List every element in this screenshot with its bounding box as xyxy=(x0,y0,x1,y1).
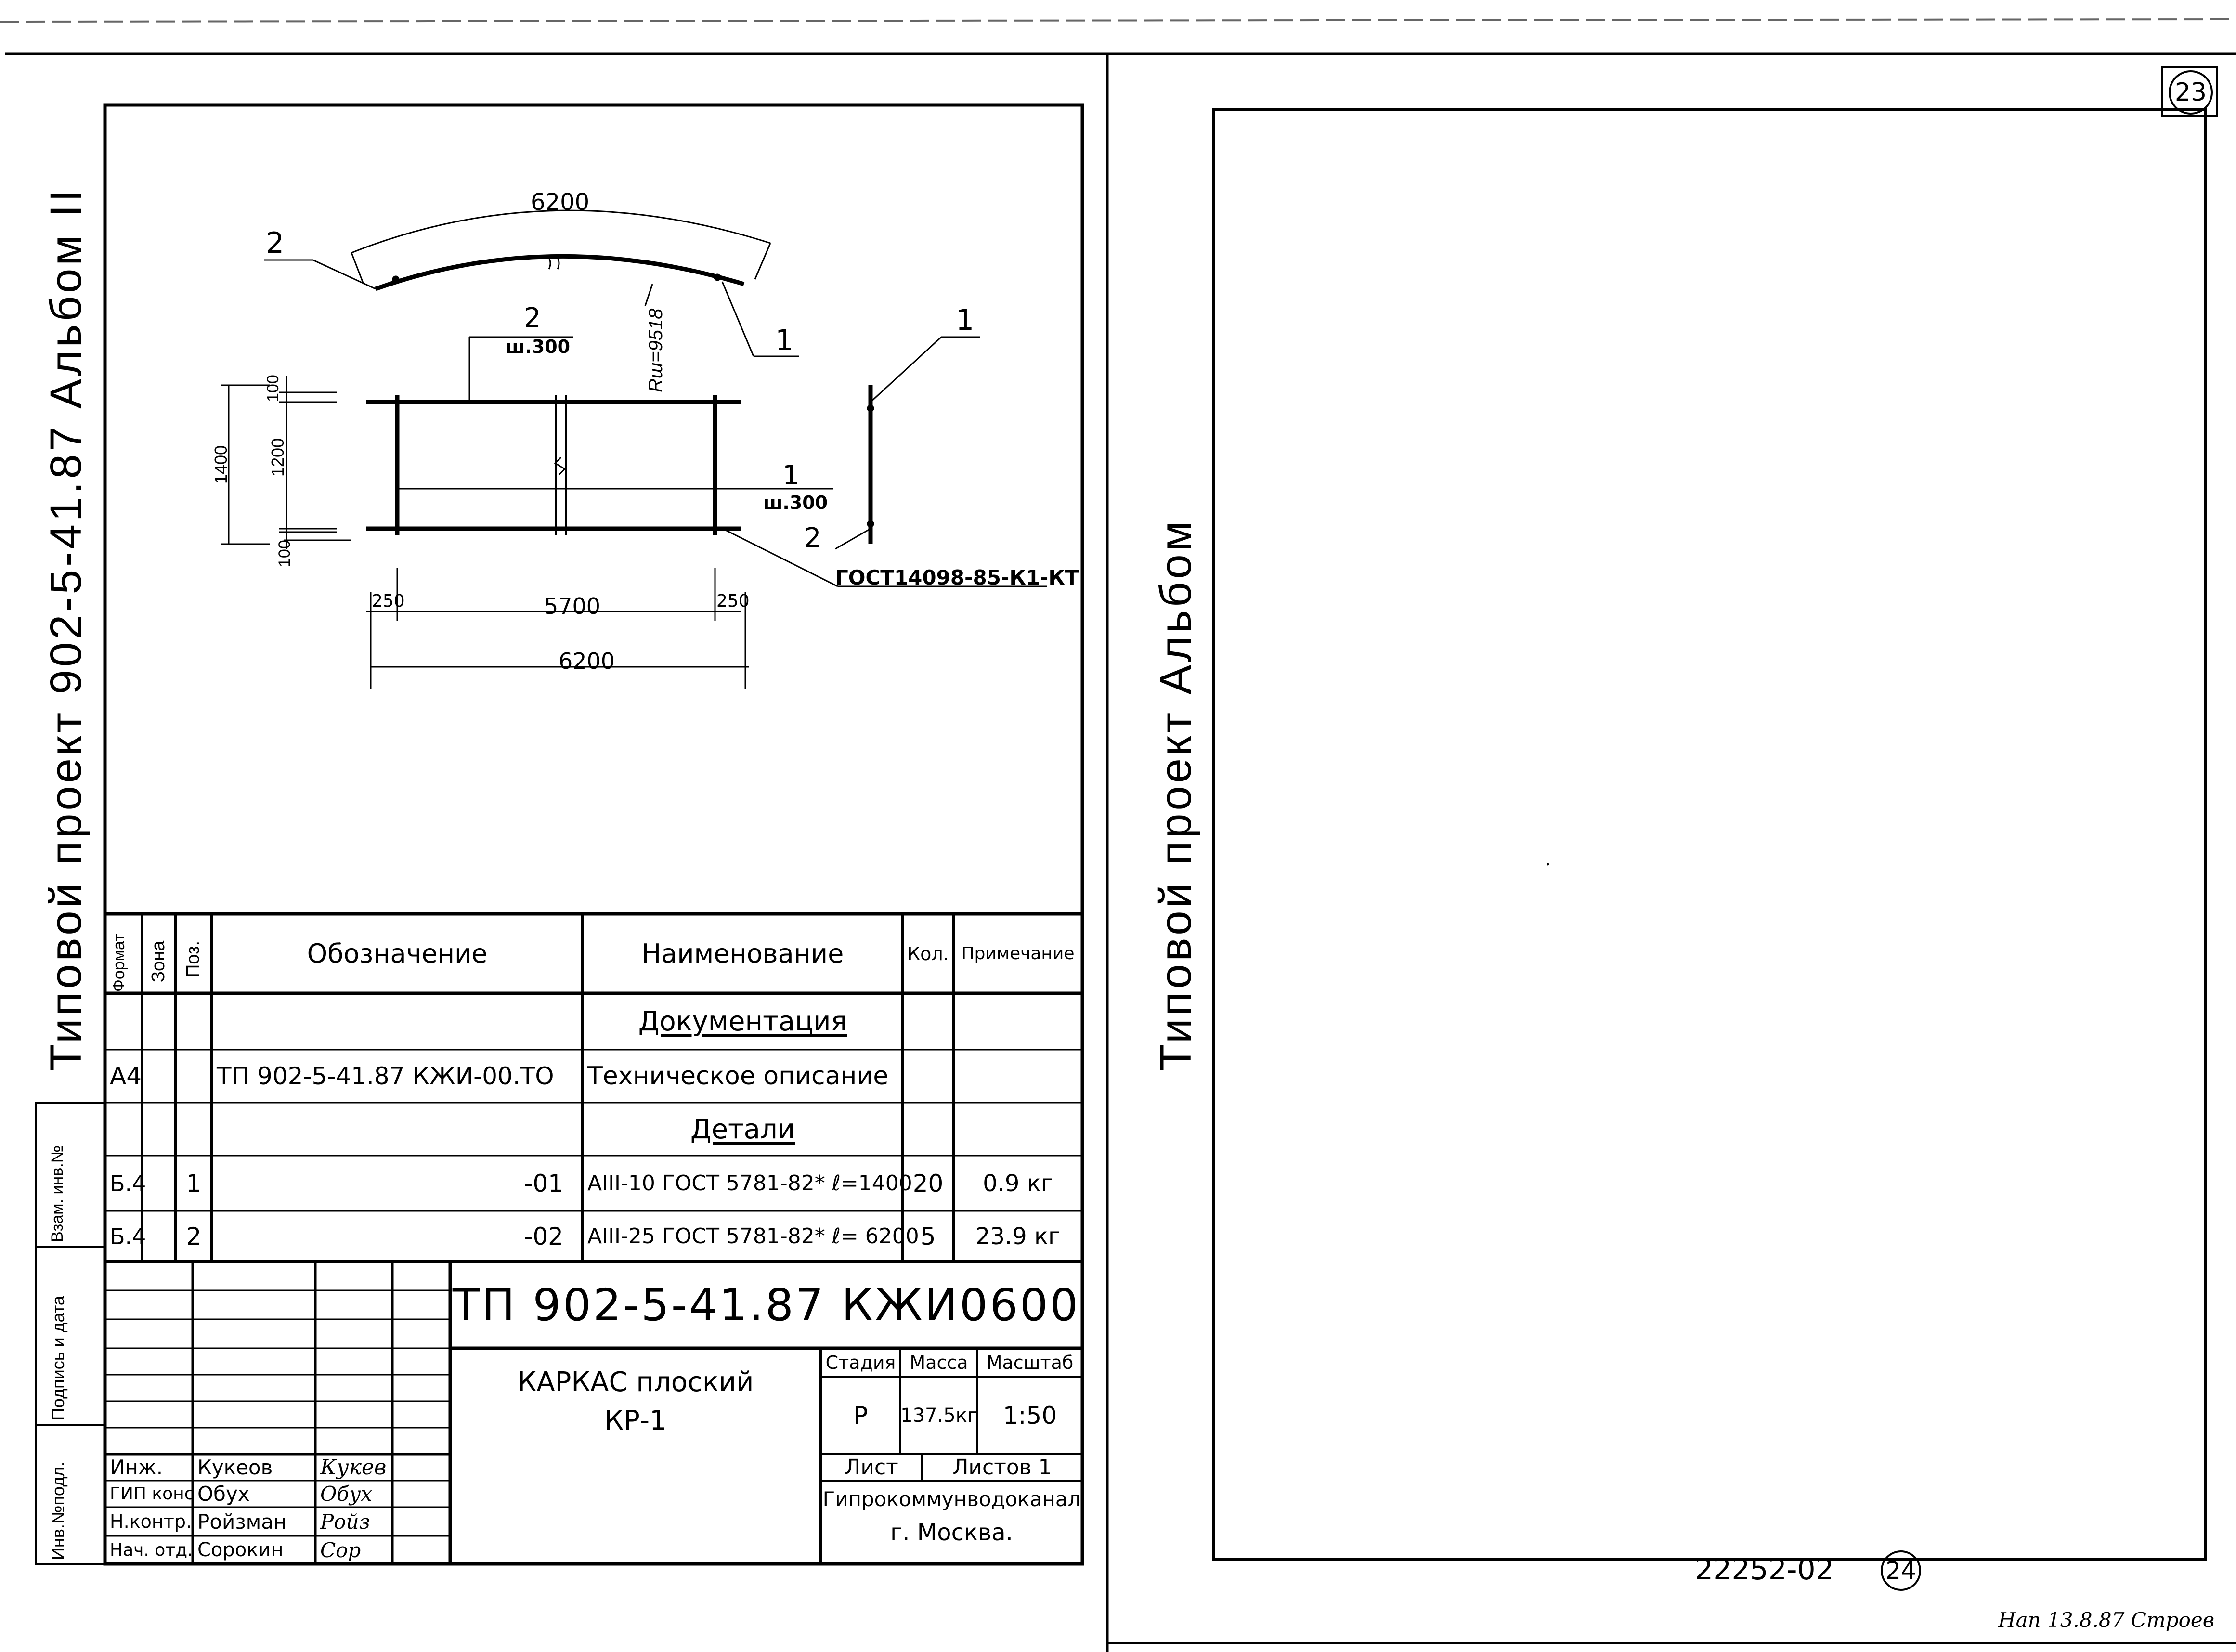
person-3: Ройзман xyxy=(197,1509,287,1534)
role-2: ГИП конс xyxy=(110,1484,194,1504)
scale-header: Масштаб xyxy=(986,1352,1074,1373)
dim-100-bottom: 100 xyxy=(275,540,294,567)
dim-100-top: 100 xyxy=(264,375,282,402)
pos-top-right: 1 xyxy=(775,324,794,357)
left-side-title: Типовой проект 902-5-41.87 Альбом II xyxy=(41,186,91,1071)
pos-right-1: 1 xyxy=(782,460,800,491)
role-1: Инж. xyxy=(110,1456,163,1479)
footer-code: 22252-02 xyxy=(1695,1553,1834,1587)
footer-signature: Нап 13.8.87 Строев xyxy=(1998,1608,2215,1632)
stamp-sign-date: Подпись и дата xyxy=(48,1296,68,1420)
signature-2: Обух xyxy=(320,1482,373,1506)
part2-name: АIII-25 ГОСТ 5781-82* ℓ= 6200 xyxy=(587,1224,919,1249)
doc-designation: ТП 902-5-41.87 КЖИ-00.ТО xyxy=(217,1062,554,1090)
frame-side-view xyxy=(835,336,980,550)
drawing-code: ТП 902-5-41.87 КЖИ0600 xyxy=(452,1279,1080,1331)
role-3: Н.контр. xyxy=(110,1511,192,1532)
sheet-number: 23 xyxy=(2174,78,2207,107)
part1-pos: 1 xyxy=(186,1169,202,1197)
weld-note: ГОСТ14098-85-К1-КТ xyxy=(835,566,1079,589)
doc-format: А4 xyxy=(110,1062,142,1090)
org-city: г. Москва. xyxy=(890,1519,1013,1546)
dim-1400: 1400 xyxy=(211,445,231,484)
stage-value: Р xyxy=(853,1402,868,1430)
signature-3: Ройз xyxy=(320,1509,370,1534)
spec-table-grid xyxy=(105,912,1082,1263)
dim-6200-bottom: 6200 xyxy=(559,648,615,674)
hdr-pos: Поз. xyxy=(183,941,203,977)
dim-250-right: 250 xyxy=(716,591,750,611)
title-block-grid xyxy=(105,1262,1082,1564)
pos-side-right: 1 xyxy=(956,303,975,337)
dim-1200: 1200 xyxy=(268,438,287,477)
part1-qty: 20 xyxy=(912,1169,944,1197)
item-name-line2: КР-1 xyxy=(604,1405,667,1436)
hdr-name: Наименование xyxy=(641,938,844,969)
frame-plan-view xyxy=(221,336,1047,689)
dim-5700: 5700 xyxy=(544,593,601,619)
part2-pos: 2 xyxy=(186,1222,202,1250)
section-parts: Детали xyxy=(690,1113,795,1145)
hdr-qty: Кол. xyxy=(907,943,949,964)
dim-250-left: 250 xyxy=(372,591,405,611)
radius-label: Rш=9518 xyxy=(645,308,666,392)
pitch-mid: ш.300 xyxy=(506,336,571,357)
pos-top-left: 2 xyxy=(266,226,285,260)
item-name-line1: КАРКАС плоский xyxy=(517,1366,754,1398)
person-1: Кукеов xyxy=(197,1456,273,1479)
hdr-note: Примечание xyxy=(961,944,1075,963)
part2-format: Б.4 xyxy=(110,1223,146,1249)
signature-1: Кукев xyxy=(320,1455,387,1480)
sheets-label: Листов 1 xyxy=(952,1455,1052,1480)
doc-name: Техническое описание xyxy=(587,1062,889,1091)
part1-designation: -01 xyxy=(524,1169,563,1197)
role-4: Нач. отд. xyxy=(110,1540,193,1560)
left-frame xyxy=(35,103,1084,1566)
part1-name: АIII-10 ГОСТ 5781-82* ℓ=1400 xyxy=(587,1171,912,1196)
footer-number: 24 xyxy=(1885,1557,1916,1585)
part1-note: 0.9 кг xyxy=(983,1170,1053,1197)
hdr-format: Формат xyxy=(110,934,128,992)
mass-header: Масса xyxy=(910,1352,968,1373)
person-4: Сорокин xyxy=(197,1539,284,1561)
part1-format: Б.4 xyxy=(110,1170,146,1197)
hdr-zone: Зона xyxy=(148,940,169,982)
hdr-designation: Обозначение xyxy=(307,938,488,969)
mass-value: 137.5кг xyxy=(900,1405,977,1427)
section-docs: Документация xyxy=(638,1006,847,1037)
arc-bar-view xyxy=(264,209,799,357)
sheet-label: Лист xyxy=(845,1455,898,1480)
pos-right-2: 2 xyxy=(804,522,821,554)
signature-4: Сор xyxy=(320,1538,361,1562)
pos-mid: 2 xyxy=(524,302,541,334)
right-side-title: Типовой проект Альбом xyxy=(1151,518,1200,1071)
stamp-inv-podl: Инв.№подл. xyxy=(48,1461,68,1560)
person-2: Обух xyxy=(197,1482,250,1506)
stage-header: Стадия xyxy=(825,1352,896,1373)
right-frame xyxy=(1212,66,2218,1591)
stamp-vzam: Взам. инв.№ xyxy=(48,1145,66,1242)
part2-designation: -02 xyxy=(524,1222,563,1250)
part2-note: 23.9 кг xyxy=(975,1223,1061,1250)
org-name: Гипрокоммунводоканал xyxy=(822,1487,1081,1511)
dim-top-6200: 6200 xyxy=(531,189,590,216)
scale-value: 1:50 xyxy=(1002,1402,1057,1430)
pitch-right: ш.300 xyxy=(763,492,828,513)
part2-qty: 5 xyxy=(920,1222,936,1250)
